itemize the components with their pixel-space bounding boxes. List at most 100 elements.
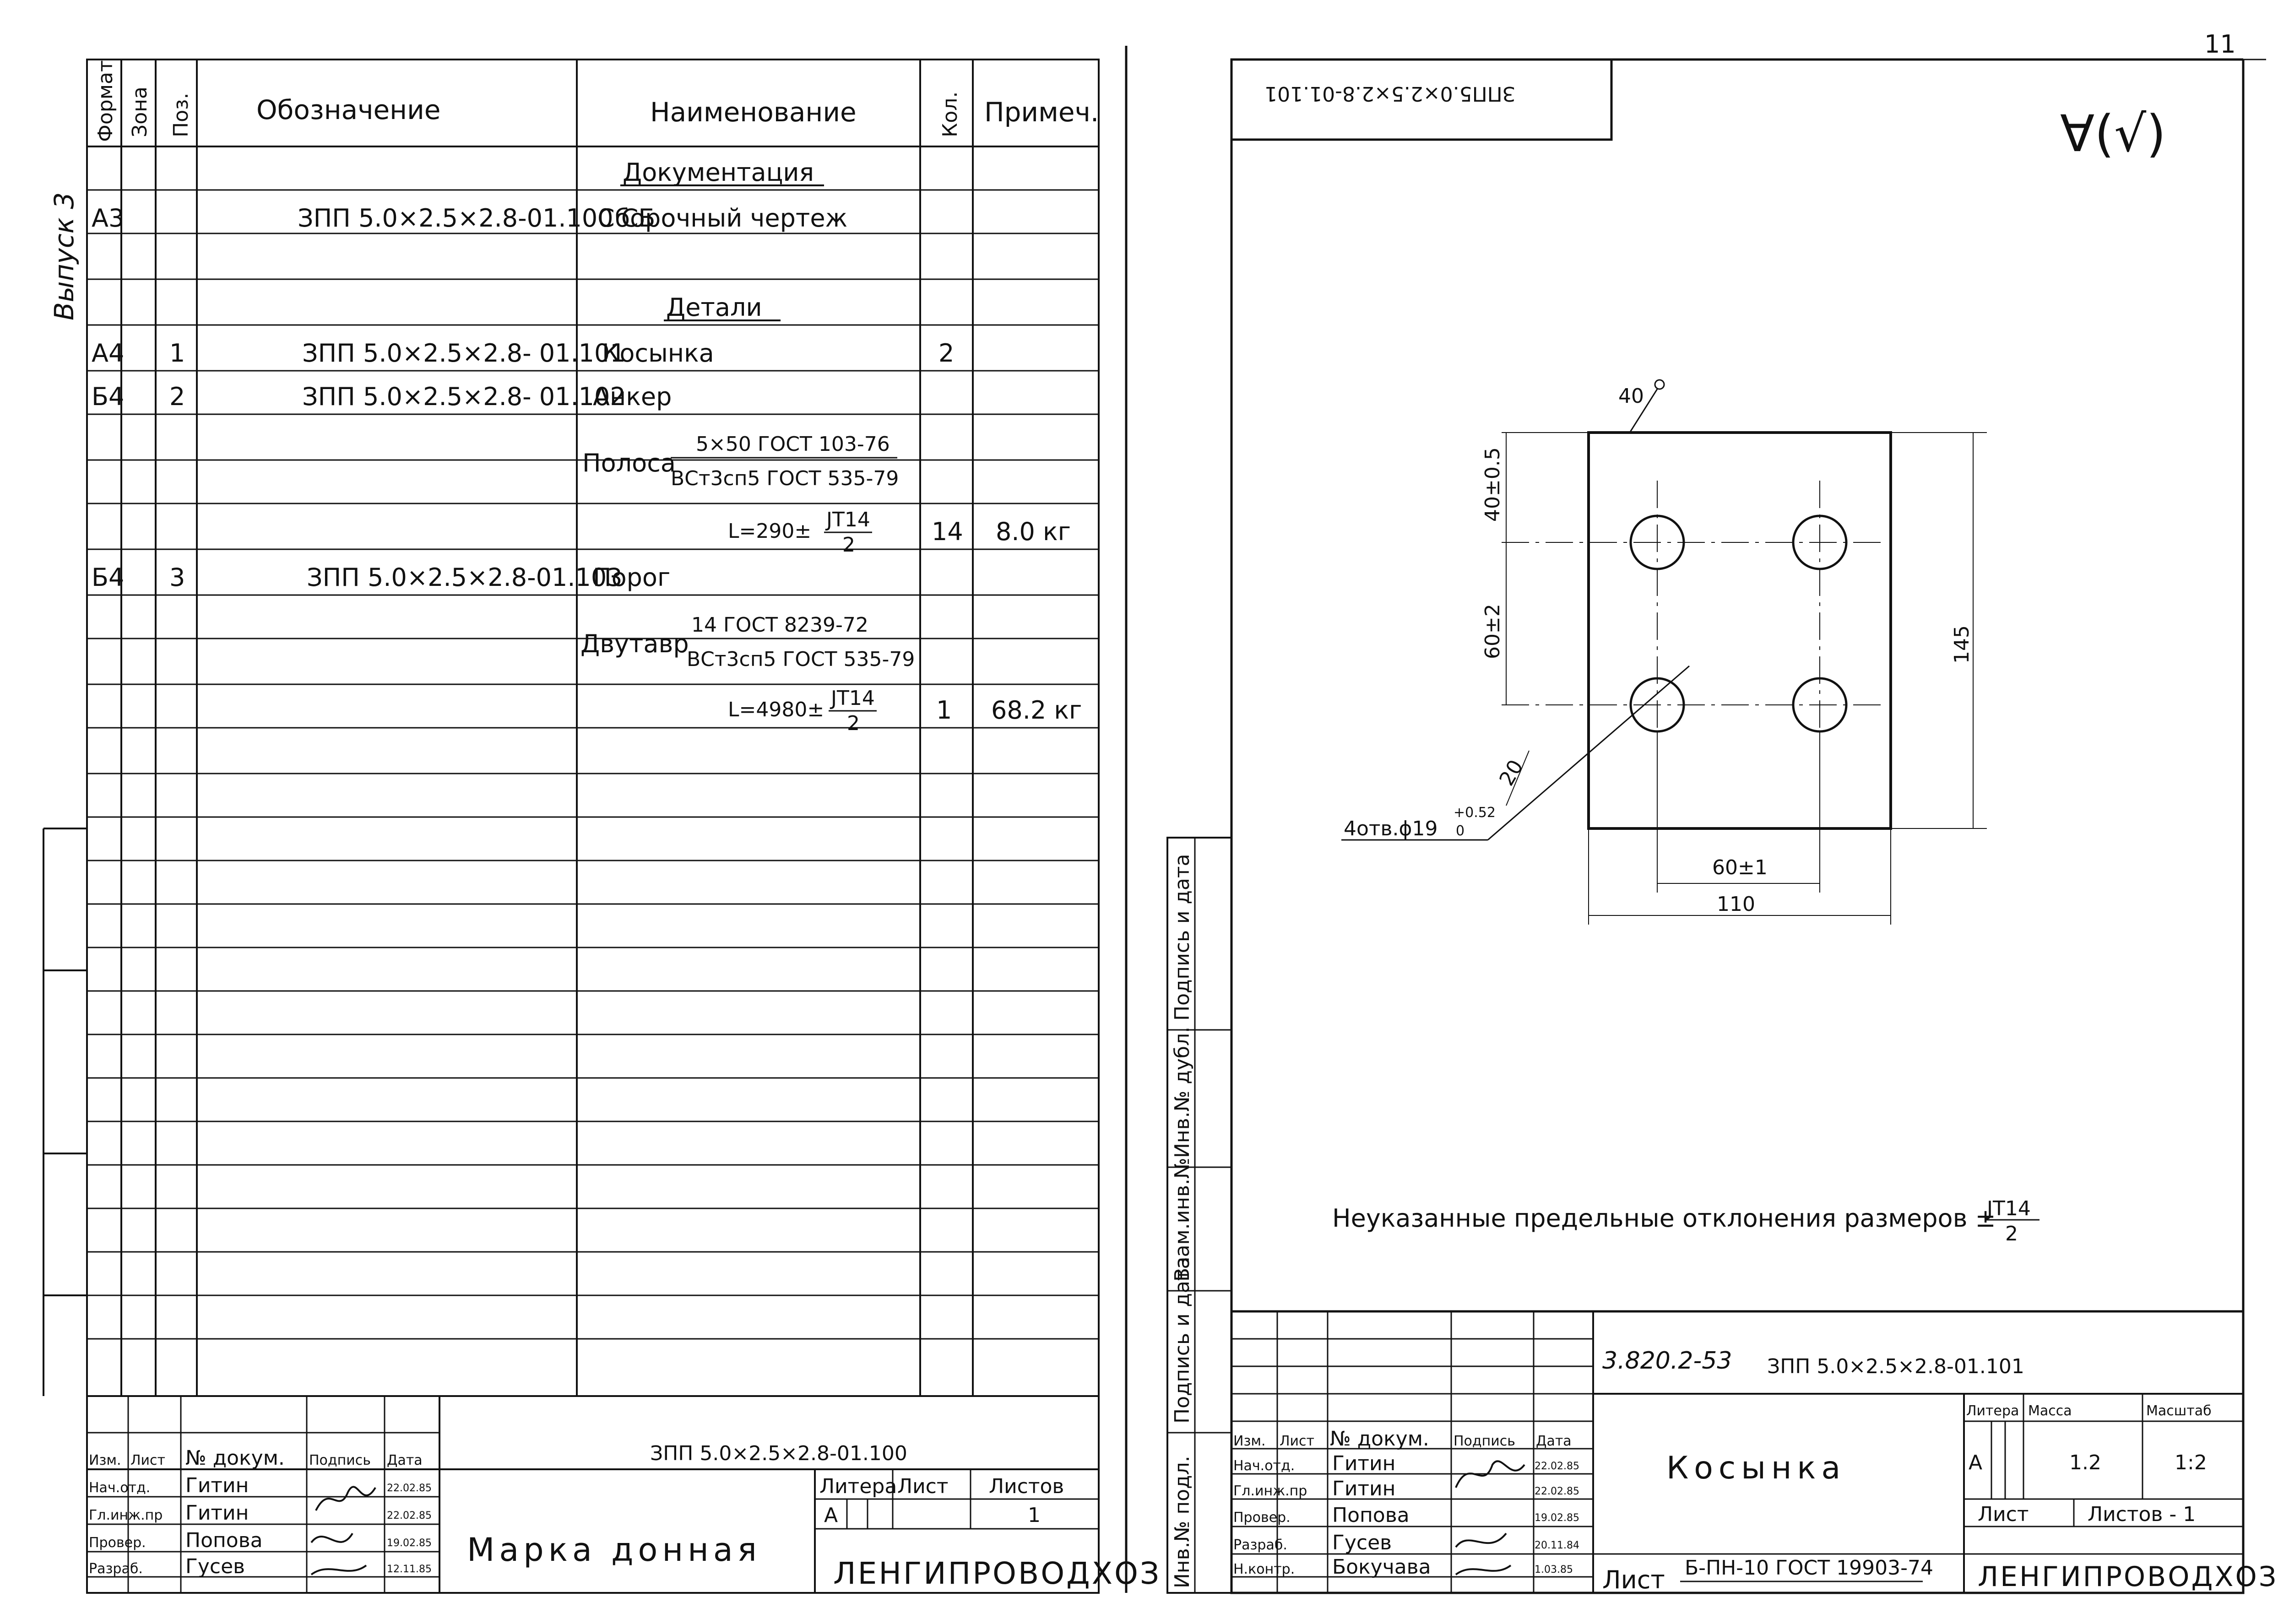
row-pos: 3 [169, 563, 185, 592]
signature [1455, 1532, 1507, 1548]
person-name: Попова [185, 1529, 263, 1552]
col-doc: № докум. [1330, 1427, 1429, 1451]
sign-date: 19.02.85 [387, 1537, 432, 1549]
litera-value: А [1969, 1451, 1982, 1474]
person-name: Гитин [185, 1501, 249, 1525]
sign-date: 22.02.85 [387, 1483, 432, 1494]
detail-title: Косынка [1666, 1450, 1846, 1486]
header-pos: Поз. [169, 93, 193, 137]
person-name: Бокучава [1332, 1555, 1431, 1579]
sign-date: 20.11.84 [1535, 1540, 1579, 1551]
top-stamp: ЗПП5.0×2.5×2.8-01.101 [1264, 82, 1515, 105]
side-label-sign-date-2: Подпись и дата [1171, 1257, 1194, 1424]
litera-label: Литера [1966, 1403, 2019, 1419]
side-label-orig-inv: Инв.№ подл. [1171, 1456, 1194, 1588]
massa-value: 1.2 [2069, 1451, 2101, 1474]
role: Разраб. [1233, 1537, 1287, 1553]
list-label: Лист [897, 1475, 949, 1498]
tolerance-denominator: 2 [842, 533, 855, 557]
material-label: Двутавр [580, 629, 689, 658]
person-name: Гитин [1332, 1477, 1395, 1500]
header-designation: Обозначение [256, 94, 440, 125]
material-grade: ВСт3сп5 ГОСТ 535-79 [687, 648, 915, 671]
row-name: Порог [593, 563, 670, 592]
listov-value: 1 [1028, 1504, 1041, 1527]
side-label-dup-inv: Инв.№ дубл. [1171, 1027, 1194, 1158]
col-sign: Подпись [1454, 1433, 1515, 1449]
width-dim: 110 [1717, 893, 1755, 916]
page-number: 11 [2204, 30, 2236, 59]
material-profile: 5×50 ГОСТ 103-76 [696, 433, 890, 456]
massa-label: Масса [2028, 1403, 2072, 1419]
roughness-mark: ∀(√) [2060, 104, 2166, 163]
organization: ЛЕНГИПРОВОДХОЗ [1978, 1561, 2278, 1593]
material-label: Полоса [582, 449, 676, 477]
holes-tolerance-lower: 0 [1456, 823, 1465, 839]
person-name: Гитин [185, 1474, 249, 1497]
material-grade: ВСт3сп5 ГОСТ 535-79 [671, 467, 899, 490]
sign-date: 22.02.85 [1535, 1461, 1579, 1472]
note-tolerance-numerator: JT14 [1985, 1197, 2031, 1220]
role: Нач.отд. [1233, 1458, 1295, 1474]
horizontal-spacing-dim: 60±1 [1712, 856, 1768, 879]
role: Н.контр. [1233, 1561, 1295, 1577]
row-pos: 2 [169, 382, 185, 411]
general-tolerance-note: Неуказанные предельные отклонения размер… [1332, 1204, 1996, 1233]
person-name: Гусев [1332, 1531, 1392, 1554]
material-profile: 14 ГОСТ 8239-72 [691, 613, 868, 637]
row-format: А4 [92, 339, 124, 368]
masshtab-label: Масштаб [2146, 1403, 2212, 1419]
tolerance-denominator: 2 [847, 712, 860, 735]
side-label-repl-inv: Взам.инв.№ [1171, 1158, 1194, 1282]
signature [310, 1532, 353, 1543]
sign-date: 22.02.85 [1535, 1486, 1579, 1497]
col-izm: Изм. [1233, 1433, 1266, 1449]
spec-title-block: ЗПП 5.0×2.5×2.8-01.100 Марка донная Изм.… [86, 1395, 1161, 1594]
detail-designation: ЗПП 5.0×2.5×2.8-01.101 [1767, 1355, 2024, 1378]
row-length: L=4980± [728, 698, 824, 721]
signature [1455, 1460, 1525, 1488]
col-list: Лист [1280, 1433, 1314, 1449]
tolerance-numerator: JT14 [830, 687, 875, 710]
row-name: Косынка [602, 339, 714, 368]
col-sign: Подпись [309, 1452, 371, 1468]
top-offset-dim: 40±0.5 [1481, 447, 1504, 522]
col-date: Дата [1536, 1433, 1572, 1449]
sign-date: 12.11.85 [387, 1564, 432, 1575]
header-name: Наименование [650, 97, 857, 128]
chamfer-dim: 40 [1618, 384, 1644, 408]
row-designation: ЗПП 5.0×2.5×2.8-01.103 [307, 563, 623, 592]
plate-outline [1587, 431, 1892, 830]
side-strip [1166, 837, 1232, 1594]
issue-label: Выпуск 3 [49, 192, 80, 320]
row-name: Анкер [593, 382, 672, 411]
litera-label: Литера [819, 1475, 897, 1498]
col-doc: № докум. [185, 1446, 285, 1470]
masshtab-value: 1:2 [2175, 1451, 2207, 1474]
row-name: Сборочный чертеж [597, 204, 847, 233]
tolerance-numerator: JT14 [825, 508, 870, 531]
row-note: 68.2 кг [991, 696, 1082, 725]
header-zone: Зона [128, 87, 152, 137]
row-length: L=290± [728, 520, 811, 543]
role: Нач.отд. [89, 1480, 150, 1496]
role: Провер. [89, 1535, 146, 1551]
person-name: Гусев [185, 1555, 245, 1578]
row-format: Б4 [92, 382, 124, 411]
col-izm: Изм. [89, 1452, 121, 1468]
header-format: Формат [94, 60, 117, 142]
row-pos: 1 [169, 339, 185, 368]
person-name: Попова [1332, 1504, 1410, 1527]
signature [1455, 1564, 1512, 1575]
section-documentation: Документация [623, 158, 814, 187]
hole-leader-dim: 20 [1495, 756, 1528, 790]
height-dim: 145 [1950, 625, 1974, 664]
role: Разраб. [89, 1561, 143, 1577]
organization: ЛЕНГИПРОВОДХОЗ [833, 1556, 1161, 1591]
material-row-label: Лист [1602, 1565, 1665, 1594]
row-qty: 14 [932, 517, 963, 546]
listov-label: Листов [989, 1475, 1064, 1498]
specification-sheet: Формат Зона Поз. Обозначение Наименовани… [43, 59, 1100, 1397]
